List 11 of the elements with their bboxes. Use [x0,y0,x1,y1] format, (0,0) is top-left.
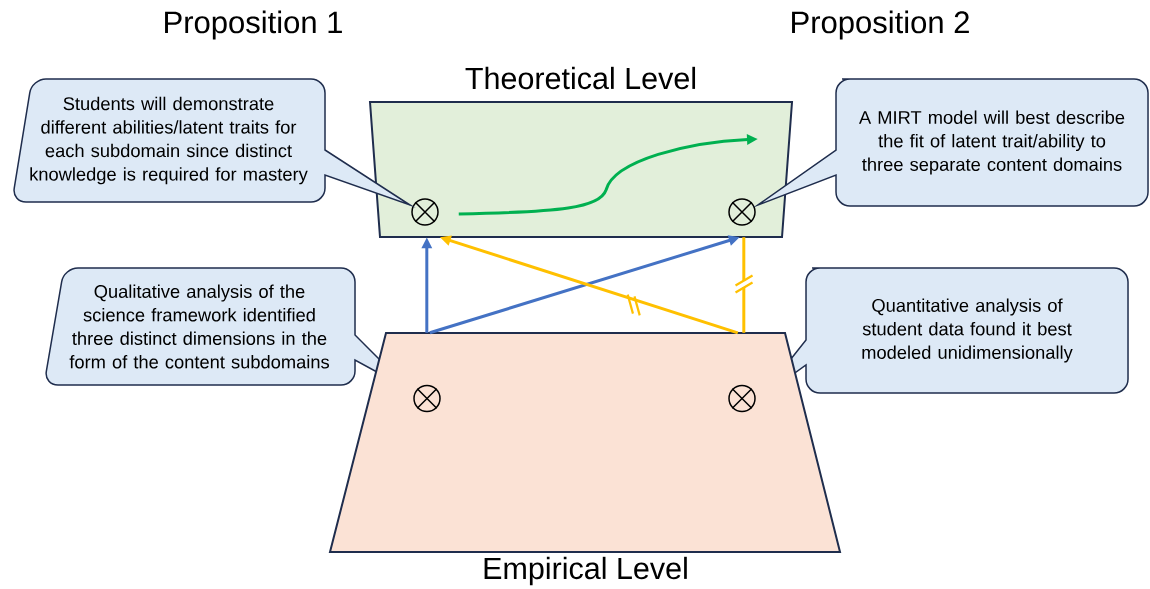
proposition-heading: Proposition 1 [165,10,342,40]
broken-line [734,237,754,333]
crossed-circle-symbol [728,384,756,413]
crossed-circle-symbol [728,198,756,226]
speech-bubble: Quantitative analysis of student data found it best modeled unidimensionally [759,267,1129,399]
crossed-circle-symbol [413,384,441,413]
crossed-circle-symbol [411,198,439,226]
proposition-heading: Proposition 2 [792,10,969,40]
speech-bubble: Qualitative analysis of the science framework identified three distinct dimensions in the form of the content subdomains [45,267,411,391]
level-title: Theoretical Level [465,66,696,90]
level-title: Empirical Level [484,556,687,586]
